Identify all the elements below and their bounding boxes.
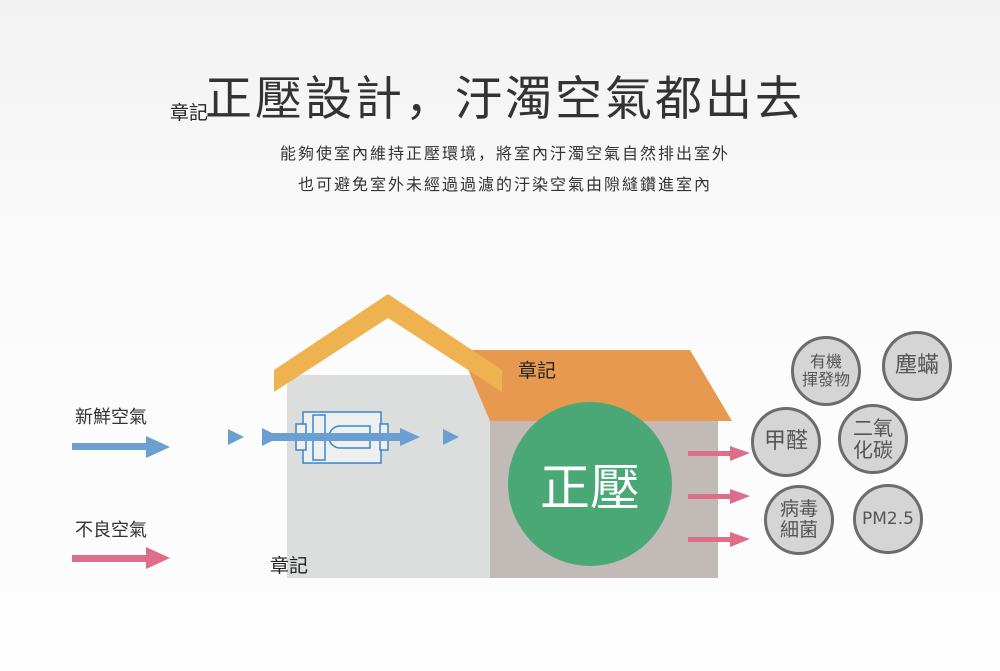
- positive-pressure-circle: 正壓: [508, 402, 672, 566]
- stamp-text: 章記: [270, 555, 309, 577]
- fresh-air-label: 新鮮空氣: [75, 407, 147, 428]
- pollutant-dust-mite: 塵蟎: [882, 331, 952, 401]
- stamp-text: 章記: [170, 102, 209, 124]
- house-right-roof: [460, 350, 732, 421]
- stamp-text: 章記: [518, 360, 557, 382]
- pollutant-voc: 有機揮發物: [791, 336, 861, 406]
- subtitle-line-1: 能夠使室內維持正壓環境，將室內汙濁空氣自然排出室外: [279, 144, 730, 163]
- pollutant-formaldehyde: 甲醛: [751, 407, 821, 477]
- fresh-air-arrow: [146, 436, 170, 458]
- subtitle-line-2: 也可避免室外未經過過濾的汙染空氣由隙縫鑽進室內: [297, 175, 712, 194]
- fresh-air-flow: [72, 428, 459, 458]
- house-left-wall: [287, 375, 490, 578]
- bad-air-arrow: [72, 547, 170, 569]
- exhaust-arrows: [688, 446, 750, 547]
- house-left-roof: [274, 294, 502, 392]
- pollutant-bacteria: 病毒細菌: [764, 485, 834, 555]
- bad-air-label: 不良空氣: [75, 520, 147, 541]
- page-title: 正壓設計，汙濁空氣都出去: [205, 72, 805, 127]
- pollutant-co2: 二氧化碳: [838, 404, 908, 474]
- pollutant-pm25: PM2.5: [853, 484, 923, 554]
